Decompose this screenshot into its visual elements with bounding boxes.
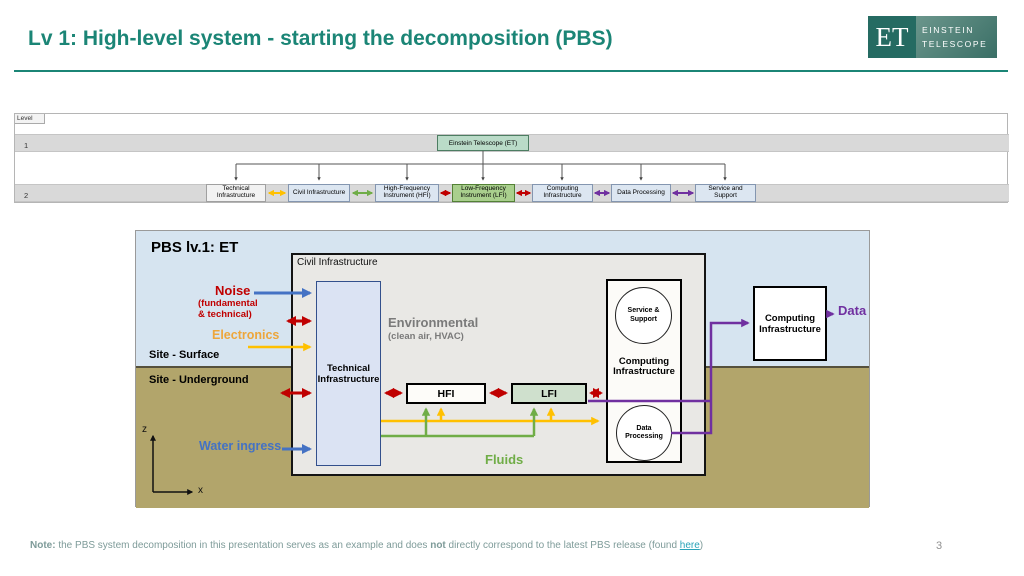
tree-node-computing-infrastructure: Computing Infrastructure bbox=[532, 184, 593, 202]
pbs-tree-panel: Level 1 2 Einstein Telescope bbox=[14, 113, 1009, 203]
footnote-text-3: ) bbox=[699, 540, 704, 551]
footnote: Note: the PBS system decomposition in th… bbox=[30, 540, 703, 551]
hfi-box: HFI bbox=[406, 383, 486, 404]
et-logo-line1: EINSTEIN bbox=[922, 25, 975, 35]
tree-level-2-number: 2 bbox=[24, 191, 29, 200]
service-support-circle: Service & Support bbox=[615, 287, 672, 344]
environmental-sublabel: (clean air, HVAC) bbox=[388, 331, 464, 342]
footnote-not-bold: not bbox=[430, 540, 446, 551]
z-axis-label: z bbox=[142, 424, 147, 435]
x-axis-label: x bbox=[198, 485, 203, 496]
footnote-here-link[interactable]: here bbox=[679, 540, 700, 551]
data-output-label: Data bbox=[838, 303, 867, 318]
water-ingress-label: Water ingress bbox=[199, 439, 282, 453]
computing-infrastructure-outer-box: Computing Infrastructure bbox=[753, 286, 827, 361]
et-logo: ET EINSTEIN TELESCOPE bbox=[868, 16, 997, 58]
civil-infrastructure-label: Civil Infrastructure bbox=[297, 257, 378, 268]
technical-infrastructure-box: Technical Infrastructure bbox=[316, 281, 381, 466]
tree-node-lfi: Low-Frequency Instrument (LFI) bbox=[452, 184, 515, 202]
tree-hierarchy-lines bbox=[234, 151, 727, 181]
title-divider bbox=[14, 70, 1008, 72]
footnote-text-1: the PBS system decomposition in this pre… bbox=[55, 540, 431, 551]
page-title: Lv 1: High-level system - starting the d… bbox=[28, 27, 613, 50]
et-logo-monogram: ET bbox=[868, 16, 916, 58]
tree-node-service-and-support: Service and Support bbox=[695, 184, 756, 202]
environmental-label: Environmental bbox=[388, 315, 479, 330]
tree-node-technical-infrastructure: Technical Infrastructure bbox=[206, 184, 266, 202]
noise-label: Noise bbox=[215, 283, 251, 298]
pbs-diagram: PBS lv.1: ET Site - Surface Site - Under… bbox=[135, 230, 870, 508]
diagram-title: PBS lv.1: ET bbox=[151, 239, 239, 256]
lfi-box: LFI bbox=[511, 383, 587, 404]
tree-level-1-number: 1 bbox=[24, 141, 29, 150]
computing-infrastructure-inner-label: Computing Infrastructure bbox=[613, 356, 675, 378]
fluids-label: Fluids bbox=[485, 452, 524, 467]
tree-node-hfi: High-Frequency Instrument (HFI) bbox=[375, 184, 439, 202]
tree-level-header: Level bbox=[15, 114, 45, 124]
electronics-label: Electronics bbox=[212, 328, 280, 342]
data-processing-circle: Data Processing bbox=[616, 405, 672, 461]
tree-node-data-processing: Data Processing bbox=[611, 184, 671, 202]
footnote-text-2: directly correspond to the latest PBS re… bbox=[445, 540, 680, 551]
footnote-note-prefix: Note: bbox=[30, 540, 56, 551]
site-underground-label: Site - Underground bbox=[149, 374, 249, 386]
tree-node-einstein-telescope: Einstein Telescope (ET) bbox=[437, 135, 529, 151]
et-logo-wordmark: EINSTEIN TELESCOPE bbox=[916, 16, 997, 58]
et-logo-line2: TELESCOPE bbox=[922, 39, 988, 49]
site-surface-label: Site - Surface bbox=[149, 349, 220, 361]
tree-node-civil-infrastructure: Civil Infrastructure bbox=[288, 184, 350, 202]
noise-sublabel: (fundamental & technical) bbox=[198, 298, 258, 320]
page-number: 3 bbox=[936, 540, 943, 552]
